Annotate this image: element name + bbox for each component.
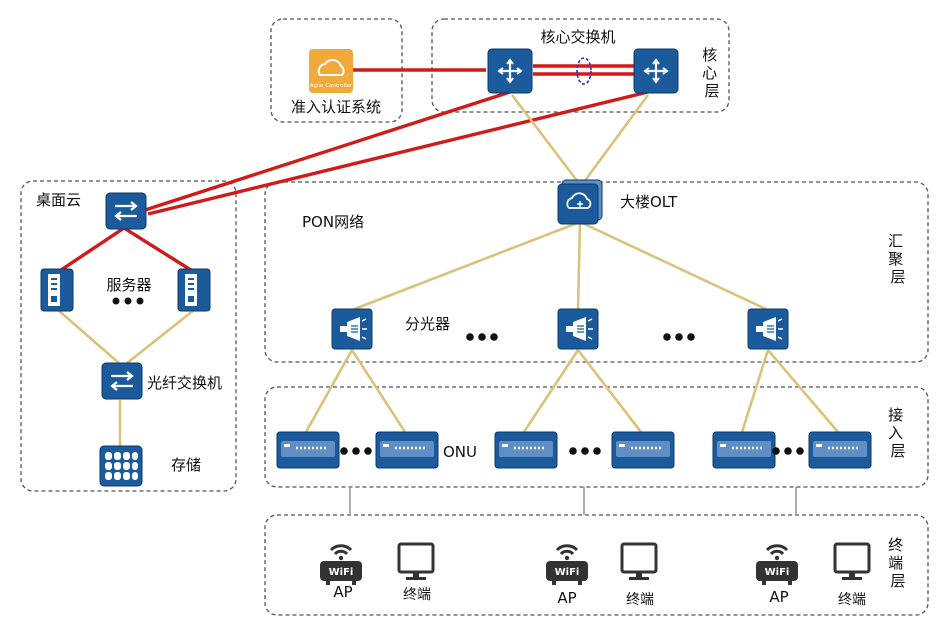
terminal-3-label: 终端 (838, 592, 866, 608)
server-ellipsis (112, 297, 144, 305)
terminal-layer-char-3: 层 (890, 572, 905, 590)
terminal-1-label: 终端 (403, 587, 431, 603)
cloud-switch-icon (105, 192, 147, 230)
aggregation-layer-label: 汇 聚 层 (888, 232, 908, 286)
core-layer-char-3: 层 (704, 82, 719, 100)
wifi-ap-3-icon: WiFi (754, 544, 800, 587)
splitter-ellipsis-1 (466, 333, 498, 341)
wifi-ap-2-icon: WiFi (544, 544, 590, 587)
onu-label: ONU (443, 443, 477, 461)
pon-network-label: PON网络 (302, 213, 364, 231)
terminal-layer-label: 终 端 层 (888, 536, 908, 590)
server-label: 服务器 (106, 276, 151, 294)
aggregation-layer-char-1: 汇 (888, 232, 903, 250)
core-layer-char-1: 核 (702, 46, 717, 64)
link-cloud-switch-to-server-1 (57, 226, 125, 274)
terminal-3-monitor-icon (833, 542, 871, 582)
access-layer-label: 接 入 层 (888, 406, 908, 460)
core-layer-label: 核 心 层 (702, 46, 722, 100)
ap-2-label: AP (557, 589, 576, 607)
aggregation-layer-zone (264, 181, 929, 363)
storage-icon (99, 445, 143, 487)
onu-1-icon (275, 430, 341, 470)
access-layer-char-3: 层 (890, 442, 905, 460)
onu-ellipsis-3 (772, 447, 804, 455)
building-olt-icon (557, 179, 603, 225)
terminal-1-monitor-icon (397, 542, 435, 582)
onu-4-icon (610, 430, 676, 470)
splitter-3-icon (747, 308, 789, 350)
onu-3-icon (493, 430, 559, 470)
desktop-cloud-zone (20, 180, 237, 492)
onu-ellipsis-1 (340, 447, 372, 455)
storage-label: 存储 (171, 456, 201, 474)
splitter-2-icon (557, 308, 599, 350)
access-layer-char-1: 接 (888, 406, 903, 424)
onu-2-icon (374, 430, 440, 470)
server-1-icon (40, 268, 74, 312)
splitter-label: 分光器 (405, 315, 450, 333)
agile-controller-logo-text: Agile Controller (310, 83, 353, 89)
onu-ellipsis-2 (569, 447, 601, 455)
terminal-2-label: 终端 (626, 592, 654, 608)
core-layer-char-2: 心 (702, 64, 717, 82)
link-aggregation-marker (576, 57, 592, 85)
splitter-ellipsis-2 (663, 333, 695, 341)
fiber-switch-label: 光纤交换机 (147, 374, 222, 392)
terminal-links (349, 487, 797, 515)
wifi-ap-2-badge-text: WiFi (555, 567, 580, 578)
red-links (57, 64, 649, 274)
wifi-ap-1-icon: WiFi (318, 544, 364, 587)
building-olt-label: 大楼OLT (620, 193, 678, 211)
desktop-cloud-title: 桌面云 (36, 191, 81, 209)
access-layer-char-2: 入 (888, 424, 903, 442)
terminal-2-monitor-icon (620, 542, 658, 582)
aggregation-layer-char-3: 层 (890, 268, 905, 286)
server-2-icon (177, 268, 211, 312)
link-core1-to-cloud-switch (144, 90, 511, 212)
aggregation-layer-char-2: 聚 (888, 250, 903, 268)
ap-1-label: AP (333, 583, 352, 601)
onu-5-icon (711, 430, 777, 470)
pon-links (57, 94, 839, 448)
access-layer-zone (264, 386, 929, 488)
fiber-switch-icon (101, 362, 143, 400)
wifi-ap-3-badge-text: WiFi (765, 567, 790, 578)
link-cloud-switch-to-server-2 (123, 226, 195, 274)
auth-system-label: 准入认证系统 (291, 98, 381, 116)
terminal-layer-char-2: 端 (888, 554, 903, 572)
terminal-layer-zone (264, 514, 929, 616)
core-router-1-icon (487, 48, 533, 94)
core-switch-title: 核心交换机 (540, 28, 615, 46)
link-core2-to-cloud-switch (147, 90, 649, 216)
wifi-ap-1-badge-text: WiFi (329, 567, 354, 578)
splitter-1-icon (331, 308, 373, 350)
ap-3-label: AP (769, 588, 788, 606)
core-layer-zone (431, 18, 730, 113)
onu-6-icon (807, 430, 873, 470)
core-router-2-icon (633, 48, 679, 94)
auth-system-zone (270, 18, 403, 123)
agile-controller-logo: Agile Controller (309, 49, 353, 93)
terminal-layer-char-1: 终 (888, 536, 903, 554)
